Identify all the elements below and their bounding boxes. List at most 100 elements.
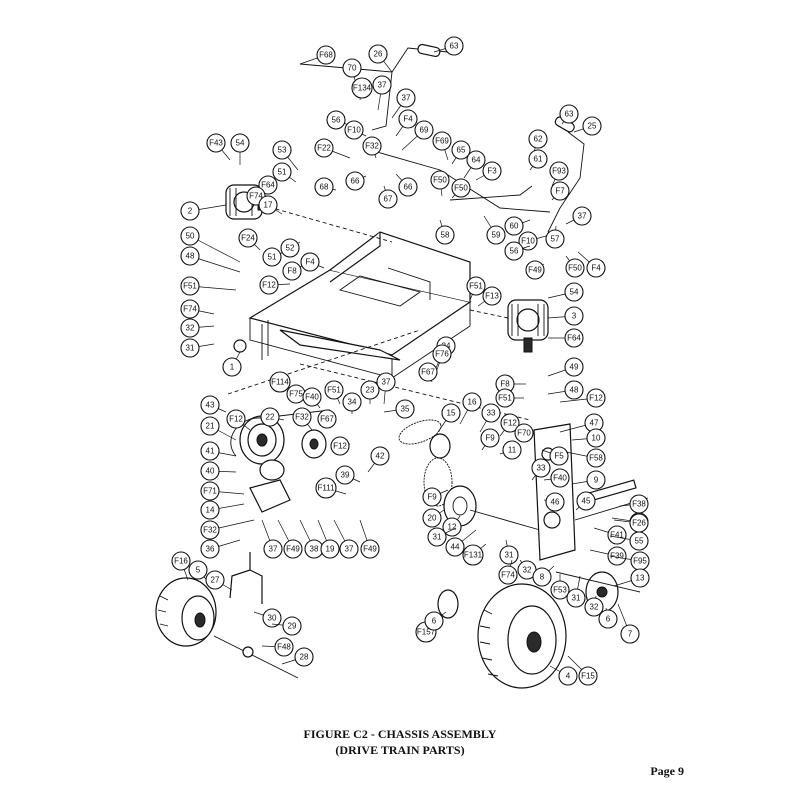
- rear-wheel: [477, 583, 567, 689]
- callout-balloon: [360, 539, 380, 559]
- callout-balloon: [238, 228, 258, 248]
- callout-37: 37: [376, 372, 396, 405]
- callout-f38: F38: [619, 494, 649, 514]
- callout-53: 53: [272, 140, 299, 171]
- callout-balloon: [370, 446, 390, 466]
- callout-23: 23: [360, 380, 380, 404]
- callout-label: 52: [286, 244, 295, 253]
- callout-label: F51: [498, 394, 512, 403]
- callout-f111: F111: [315, 477, 347, 499]
- front-wheel: [155, 577, 217, 647]
- callout-label: F49: [286, 545, 300, 554]
- callout-35: 35: [383, 399, 415, 419]
- callout-label: 31: [433, 533, 442, 542]
- callout-balloon: [482, 286, 502, 306]
- callout-63: 63: [433, 36, 464, 56]
- callout-9: 9: [571, 470, 606, 490]
- callout-label: 55: [635, 537, 644, 546]
- callout-label: F50: [454, 184, 468, 193]
- callout-label: F157: [417, 628, 436, 637]
- callout-label: 27: [211, 576, 220, 585]
- callout-balloon: [200, 481, 220, 501]
- callout-f50: F50: [451, 178, 471, 199]
- callout-balloon: [598, 609, 618, 629]
- callout-label: F50: [568, 264, 582, 273]
- callout-label: 30: [268, 614, 277, 623]
- callout-balloon: [462, 544, 484, 566]
- callout-balloon: [499, 545, 519, 565]
- callout-44: 44: [445, 529, 477, 557]
- callout-label: 14: [206, 506, 215, 515]
- callout-balloon: [376, 372, 396, 392]
- callout-label: 31: [186, 344, 195, 353]
- callout-11: 11: [499, 440, 522, 460]
- callout-label: 56: [332, 116, 341, 125]
- callout-label: 66: [351, 177, 360, 186]
- callout-balloon: [180, 318, 200, 338]
- callout-label: 51: [278, 168, 287, 177]
- callout-balloon: [200, 500, 220, 520]
- callout-label: F15: [581, 672, 595, 681]
- callout-label: F134: [353, 84, 372, 93]
- callout-label: F13: [485, 292, 499, 301]
- callout-37: 37: [261, 519, 283, 559]
- callout-label: F40: [553, 474, 567, 483]
- chassis-frame: [233, 231, 472, 379]
- callout-f7: F7: [550, 181, 570, 201]
- callout-label: 33: [487, 409, 496, 418]
- callout-label: 6: [606, 615, 611, 624]
- callout-label: 6: [432, 617, 437, 626]
- callout-balloon: [578, 666, 598, 686]
- callout-label: 37: [378, 81, 387, 90]
- callout-label: F8: [500, 380, 510, 389]
- callout-balloon: [283, 539, 303, 559]
- callout-label: 5: [196, 566, 201, 575]
- callout-10: 10: [571, 428, 606, 448]
- callout-label: 32: [590, 603, 599, 612]
- callout-47: 47: [559, 413, 604, 433]
- callout-label: 70: [348, 64, 357, 73]
- callout-balloon: [315, 477, 337, 499]
- callout-balloon: [528, 129, 548, 149]
- callout-balloon: [362, 136, 382, 156]
- callout-f53: F53: [550, 574, 570, 600]
- callout-f4: F4: [577, 251, 606, 278]
- callout-balloon: [280, 238, 300, 258]
- callout-balloon: [462, 392, 482, 412]
- callout-label: F68: [319, 51, 333, 60]
- callout-label: 54: [570, 288, 579, 297]
- callout-label: 31: [572, 594, 581, 603]
- callout-25: 25: [573, 116, 602, 136]
- callout-f71: F71: [200, 481, 245, 501]
- callout-balloon: [320, 539, 340, 559]
- callout-label: F9: [427, 493, 437, 502]
- callout-f49: F49: [277, 519, 303, 559]
- left-hub: [437, 589, 459, 619]
- callout-balloon: [550, 181, 570, 201]
- callout-59: 59: [483, 215, 506, 245]
- callout-label: F24: [241, 234, 255, 243]
- callout-f74: F74: [180, 299, 215, 319]
- callout-balloon: [378, 189, 398, 209]
- callout-f10: F10: [344, 120, 367, 140]
- callout-balloon: [314, 177, 334, 197]
- callout-f24: F24: [238, 228, 261, 251]
- callout-6: 6: [598, 607, 618, 629]
- callout-balloon: [274, 637, 294, 657]
- callout-f74: F74: [498, 559, 518, 585]
- callout-f32: F32: [362, 136, 382, 159]
- callout-balloon: [396, 88, 416, 108]
- callout-balloon: [607, 546, 627, 566]
- callout-f50: F50: [565, 255, 585, 278]
- left-pulley-stack: [239, 415, 327, 481]
- callout-f41: F41: [593, 525, 627, 545]
- callout-f15: F15: [567, 655, 598, 686]
- callout-label: 7: [628, 630, 633, 639]
- callout-label: 15: [447, 409, 456, 418]
- callout-balloon: [451, 178, 471, 198]
- callout-balloon: [300, 252, 320, 272]
- figure-subtitle: (DRIVE TRAIN PARTS): [335, 743, 465, 757]
- callout-31: 31: [566, 575, 586, 608]
- callout-62: 62: [528, 129, 548, 159]
- callout-label: 20: [428, 514, 437, 523]
